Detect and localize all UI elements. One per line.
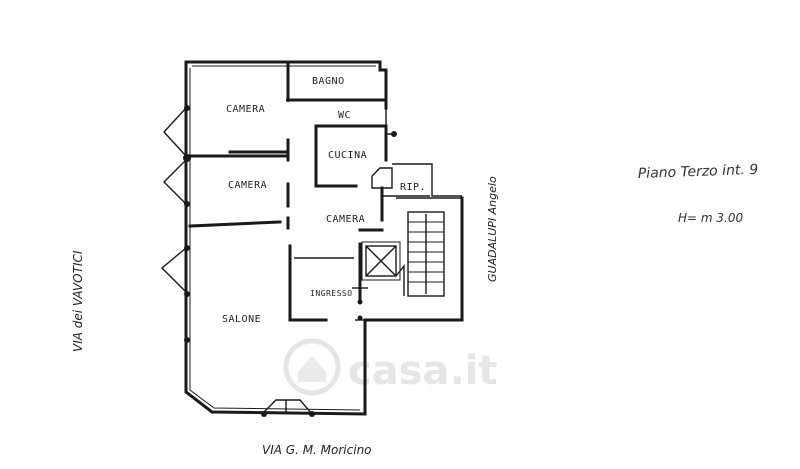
room-label-salone: SALONE [222, 314, 261, 325]
room-label-rip: RIP. [400, 182, 426, 193]
street-label-right: GUADALUPI Angelo [486, 176, 499, 282]
room-label-cucina: CUCINA [328, 150, 367, 161]
balconies [160, 105, 191, 343]
outer-walls [184, 60, 464, 416]
street-labels: VIA dei VAVOTICI VIA G. M. Moricino GUAD… [71, 176, 499, 457]
street-label-bottom: VIA G. M. Moricino [262, 443, 372, 457]
watermark-text: casa.it [348, 348, 498, 394]
room-label-camera-middle: CAMERA [228, 180, 267, 191]
floor-info: Piano Terzo int. 9 H= m 3.00 [638, 162, 759, 225]
elevator [361, 241, 401, 281]
balcony-lower [160, 247, 187, 293]
room-label-camera-top: CAMERA [226, 104, 265, 115]
street-label-left: VIA dei VAVOTICI [71, 250, 85, 352]
stairs [395, 211, 445, 297]
watermark: casa.it [283, 338, 498, 396]
bottom-window [261, 399, 315, 417]
room-labels: BAGNO WC CAMERA CUCINA CAMERA RIP. CAMER… [222, 76, 426, 325]
room-label-wc: WC [338, 110, 351, 121]
balcony-middle [163, 159, 187, 205]
interior-walls [188, 60, 430, 322]
room-label-bagno: BAGNO [312, 76, 345, 87]
room-label-camera-center: CAMERA [326, 214, 365, 225]
room-label-ingresso: INGRESSO [310, 289, 353, 298]
balcony-upper [163, 107, 187, 157]
floor-height: H= m 3.00 [678, 211, 743, 225]
house-logo-icon [283, 338, 341, 396]
floor-title: Piano Terzo int. 9 [638, 162, 759, 182]
